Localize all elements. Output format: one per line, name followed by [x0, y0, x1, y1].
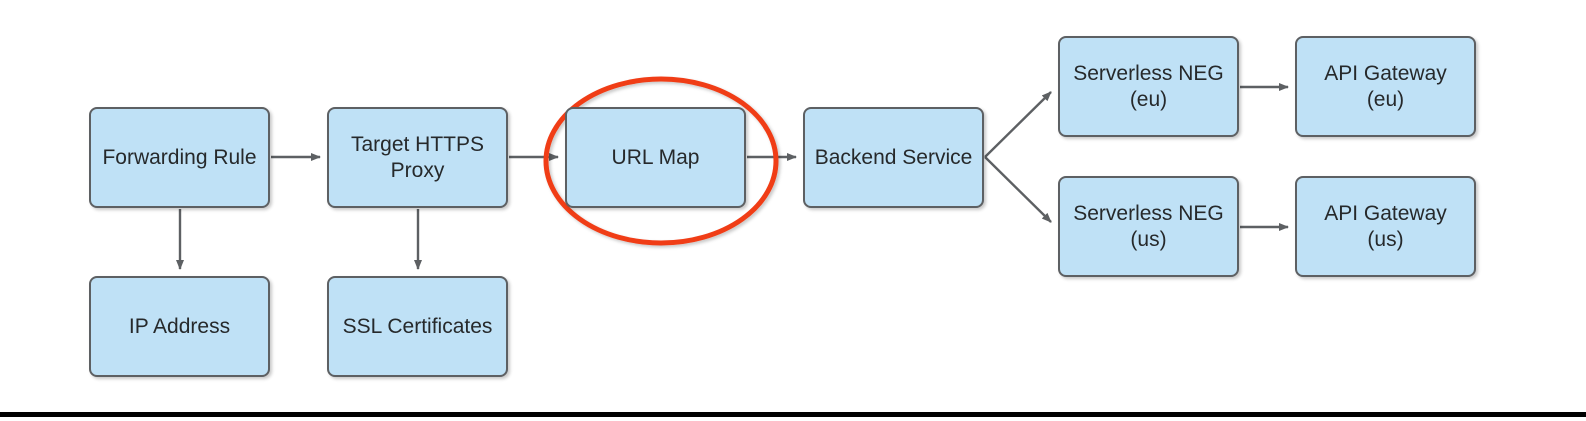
edge-backend-to-neg-us	[984, 156, 1052, 223]
edge-backend-to-neg-eu	[984, 91, 1052, 158]
node-api-gateway-us[interactable]: API Gateway (us)	[1295, 176, 1476, 277]
node-url-map[interactable]: URL Map	[565, 107, 746, 208]
url-map-highlight-ellipse	[543, 76, 779, 246]
node-backend-service[interactable]: Backend Service	[803, 107, 984, 208]
node-forwarding-rule[interactable]: Forwarding Rule	[89, 107, 270, 208]
node-serverless-neg-eu[interactable]: Serverless NEG (eu)	[1058, 36, 1239, 137]
node-ssl-certificates[interactable]: SSL Certificates	[327, 276, 508, 377]
node-serverless-neg-us[interactable]: Serverless NEG (us)	[1058, 176, 1239, 277]
node-api-gateway-eu[interactable]: API Gateway (eu)	[1295, 36, 1476, 137]
footer-divider-bar	[0, 412, 1586, 417]
node-target-https-proxy[interactable]: Target HTTPS Proxy	[327, 107, 508, 208]
node-ip-address[interactable]: IP Address	[89, 276, 270, 377]
